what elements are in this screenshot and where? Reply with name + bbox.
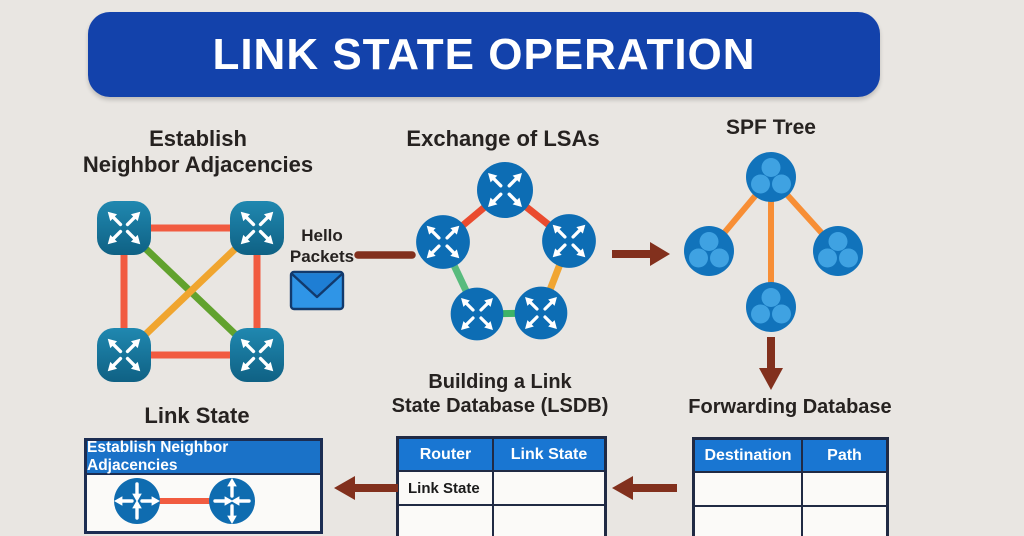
spf-tree: [684, 152, 863, 332]
fwd-cell: [802, 506, 887, 536]
router-x-icon: [515, 287, 568, 340]
heading-forwarding-database: Forwarding Database: [688, 396, 892, 418]
page-title: LINK STATE OPERATION: [212, 29, 756, 79]
router-x-icon: [416, 215, 470, 269]
network-node-icon: [813, 226, 863, 276]
lsdb-cell: [493, 505, 605, 536]
fwd-cell: [802, 472, 887, 506]
lsdb-cell: [493, 471, 605, 505]
network-node-icon: [684, 226, 734, 276]
pentagon-link: [502, 187, 572, 244]
heading-spf-tree: SPF Tree: [726, 116, 816, 139]
link-state-box: Establish Neighbor Adjacencies: [84, 438, 323, 534]
mesh-network: [97, 201, 284, 382]
arrow-spf-to-forwarding: [759, 337, 783, 390]
arrow-lsa-to-spf: [612, 242, 670, 266]
network-node-icon: [746, 152, 796, 202]
fwd-col-destination: Destination: [694, 439, 802, 472]
router-x-icon: [542, 214, 596, 268]
pentagon-link: [440, 187, 508, 245]
lsdb-cell: [398, 505, 493, 536]
link-state-box-header: Establish Neighbor Adjacencies: [87, 439, 320, 475]
table-row: [694, 506, 887, 536]
lsa-pentagon: [416, 162, 596, 340]
heading-establish-adjacencies: Establish Neighbor Adjacencies: [82, 126, 314, 177]
router-x-icon: [97, 328, 151, 382]
mesh-link-diagonal: [121, 225, 260, 358]
heading-exchange-lsas: Exchange of LSAs: [406, 126, 600, 151]
router-x-icon: [97, 201, 151, 255]
fwd-cell: [694, 506, 802, 536]
arrow-lsdb-to-linkstate: [334, 476, 398, 500]
arrow-forwarding-to-lsdb: [612, 476, 677, 500]
table-row: [398, 505, 605, 536]
network-node-icon: [746, 282, 796, 332]
table-row: [694, 472, 887, 506]
router-x-icon: [230, 328, 284, 382]
lsdb-table-header-row: Router Link State: [398, 438, 605, 471]
heading-lsdb: Building a Link State Database (LSDB): [391, 371, 609, 417]
pentagon-link: [476, 309, 542, 318]
lsdb-table: Router Link State Link State: [396, 436, 607, 536]
forwarding-table: Destination Path: [692, 437, 889, 536]
router-x-icon: [477, 162, 533, 218]
forwarding-table-header-row: Destination Path: [694, 439, 887, 472]
lsdb-cell: Link State: [398, 471, 493, 505]
fwd-col-path: Path: [802, 439, 887, 472]
pentagon-link: [439, 240, 481, 316]
lsdb-col-link-state: Link State: [493, 438, 605, 471]
spf-link: [768, 174, 841, 254]
mesh-link-diagonal: [121, 225, 260, 358]
table-row: Link State: [398, 471, 605, 505]
lsdb-col-router: Router: [398, 438, 493, 471]
envelope-icon: [289, 270, 345, 311]
pentagon-link: [537, 239, 573, 315]
hello-packets-label: Hello Packets: [289, 226, 355, 267]
heading-link-state: Link State: [144, 403, 250, 428]
title-banner: LINK STATE OPERATION: [88, 12, 880, 97]
router-x-icon: [451, 288, 504, 341]
spf-link: [706, 175, 774, 253]
fwd-cell: [694, 472, 802, 506]
